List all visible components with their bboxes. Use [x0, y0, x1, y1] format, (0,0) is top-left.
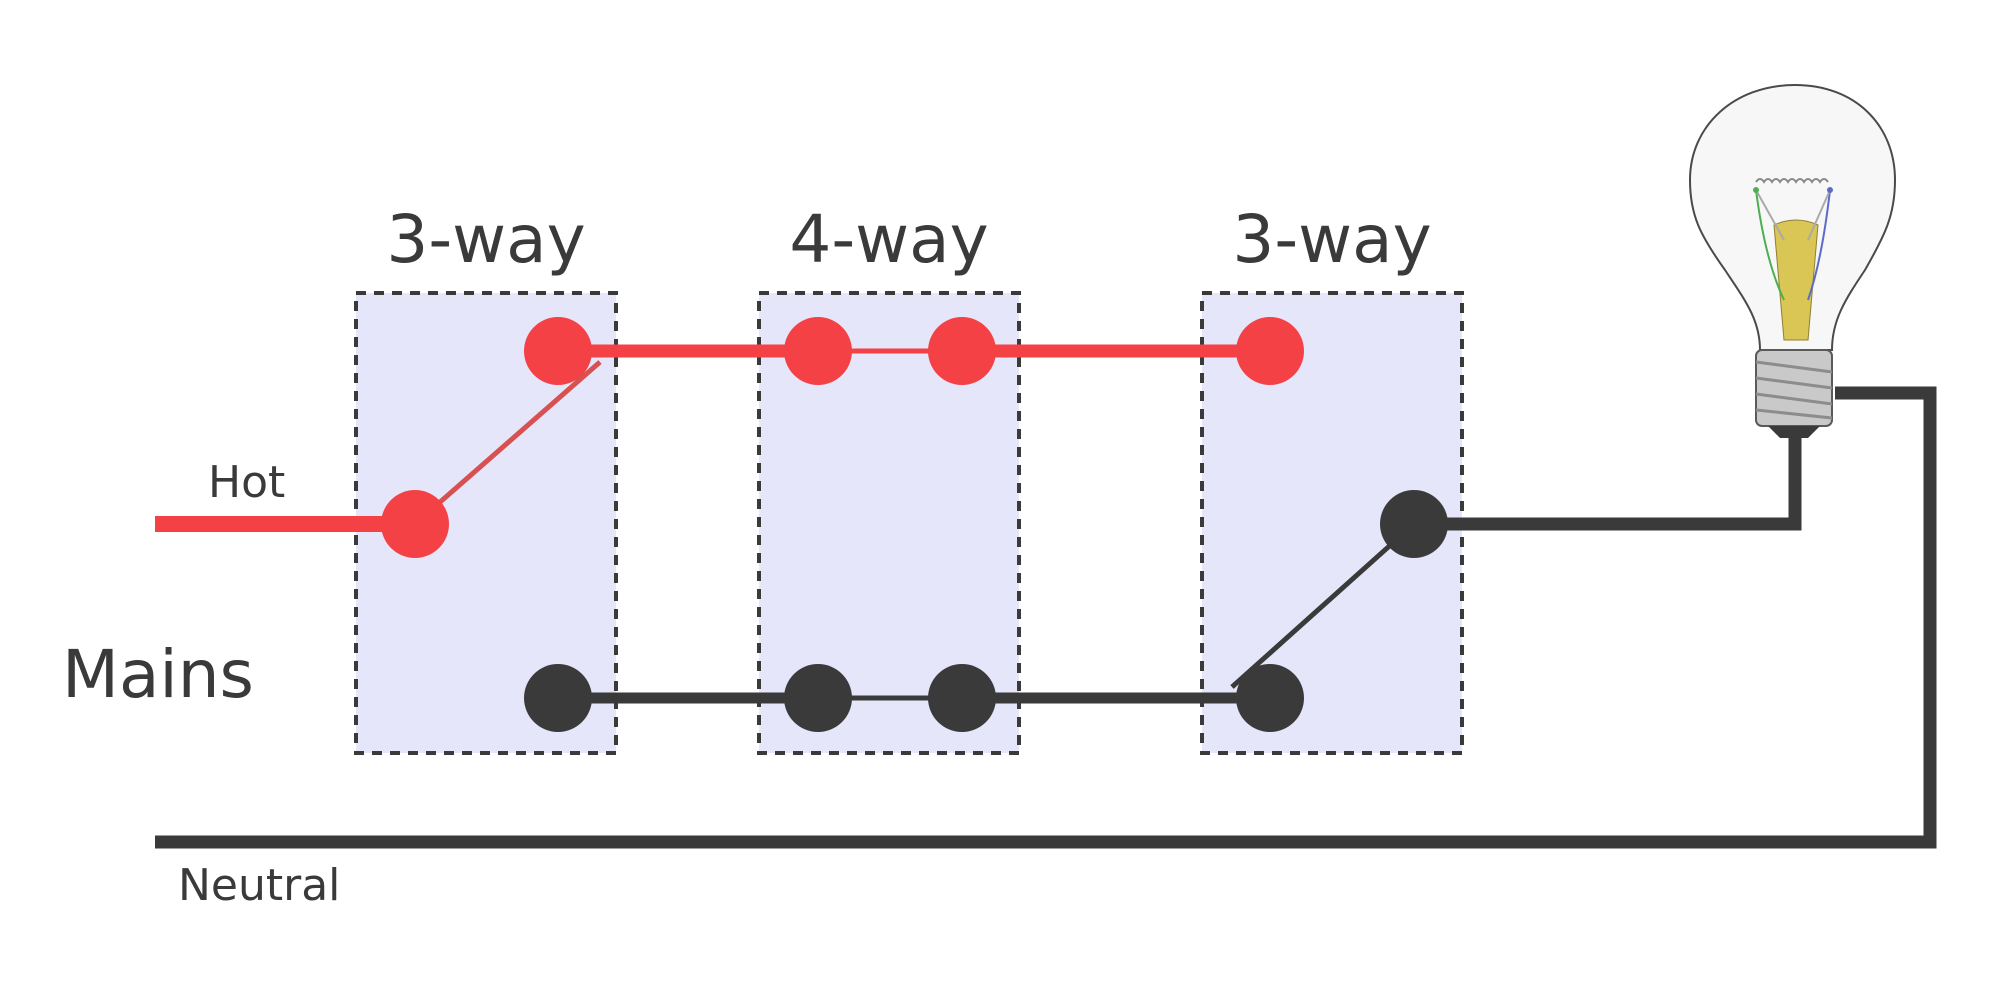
terminal-middle-top-right — [928, 317, 996, 385]
switch-label-middle: 4-way — [789, 201, 988, 278]
mains-label: Mains — [62, 636, 254, 713]
neutral-label: Neutral — [178, 860, 340, 911]
switch-label-right: 3-way — [1232, 201, 1431, 278]
terminal-middle-bottom-right — [928, 664, 996, 732]
switch-label-left: 3-way — [386, 201, 585, 278]
terminal-left-top — [524, 317, 592, 385]
terminal-right-bottom — [1236, 664, 1304, 732]
terminal-right-top — [1236, 317, 1304, 385]
right-switch-lever — [1230, 522, 1416, 689]
terminal-middle-bottom-left — [784, 664, 852, 732]
switched-hot-to-bulb-wire — [1414, 430, 1802, 531]
neutral-wire — [155, 386, 1937, 849]
terminal-right-common — [1380, 490, 1448, 558]
terminal-left-common — [381, 490, 449, 558]
light-bulb-icon — [1688, 83, 1897, 438]
terminal-left-bottom — [524, 664, 592, 732]
hot-label: Hot — [208, 457, 285, 508]
terminal-middle-top-left — [784, 317, 852, 385]
left-switch-lever — [413, 360, 602, 526]
